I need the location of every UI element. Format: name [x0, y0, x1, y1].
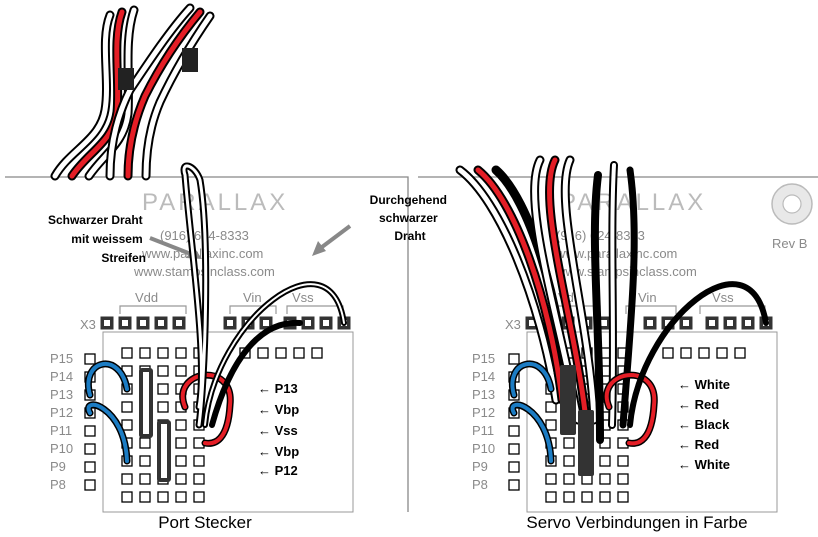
web-text-2-right: www.stampsinclass.com [555, 264, 697, 279]
rev-label: Rev B [772, 236, 807, 251]
vss-wires [180, 162, 347, 429]
svg-text:← P13: ← P13 [258, 381, 298, 396]
svg-text:P14: P14 [50, 369, 73, 384]
red-jumper-right [603, 281, 769, 447]
blue-jumpers [84, 360, 131, 465]
vdd-label: Vdd [135, 290, 158, 305]
svg-text:← Vbp: ← Vbp [258, 402, 299, 417]
svg-text:← White: ← White [678, 457, 730, 472]
svg-text:P9: P9 [472, 459, 488, 474]
svg-text:P12: P12 [50, 405, 73, 420]
board-outline [5, 176, 409, 512]
caption-right: Servo Verbindungen in Farbe [526, 513, 747, 532]
annotation-arrow-left [149, 236, 197, 258]
logo-text: PARALLAX [142, 189, 288, 216]
svg-text:← White: ← White [678, 377, 730, 392]
pin-mapping: ← P13 ← Vbp ← Vss ← Vbp ← P12 [258, 381, 299, 478]
cable-top [50, 3, 215, 181]
phone-text-right: (916) 624-8333 [556, 228, 645, 243]
svg-text:P10: P10 [472, 441, 495, 456]
svg-text:← Vbp: ← Vbp [258, 444, 299, 459]
svg-text:P9: P9 [50, 459, 66, 474]
svg-text:P15: P15 [472, 351, 495, 366]
x3-label: X3 [80, 317, 96, 332]
svg-text:P11: P11 [50, 423, 72, 438]
svg-text:P8: P8 [50, 477, 66, 492]
vin-label-right: Vin [638, 290, 657, 305]
annotation-arrow-right [316, 224, 352, 252]
vss-label-right: Vss [712, 290, 734, 305]
svg-text:P13: P13 [472, 387, 495, 402]
svg-text:P12: P12 [472, 405, 495, 420]
pin-labels-right: P15 P14 P13 P12 P11 P10 P9 P8 [472, 351, 495, 492]
servo-plugs-right [560, 365, 594, 476]
svg-text:← Black: ← Black [678, 417, 730, 432]
svg-text:← Vss: ← Vss [258, 423, 298, 438]
annotation-solid-black: Durchgehend schwarzer Draht [370, 193, 451, 243]
wire-color-labels: ← White ← Red ← Black ← Red ← White [678, 377, 730, 472]
svg-text:P13: P13 [50, 387, 73, 402]
vss-label: Vss [292, 290, 314, 305]
x3-header [100, 316, 351, 330]
pin-labels: P15 P14 P13 P12 P11 P10 P9 P8 [50, 351, 73, 492]
caption-left: Port Stecker [158, 513, 252, 532]
svg-text:P14: P14 [472, 369, 495, 384]
svg-text:P8: P8 [472, 477, 488, 492]
annotation-white-stripe: Schwarzer Draht mit weissem Streifen [48, 213, 146, 265]
red-jumper [179, 371, 234, 447]
svg-text:P10: P10 [50, 441, 73, 456]
svg-text:← Red: ← Red [678, 397, 719, 412]
x3-label-right: X3 [505, 317, 521, 332]
port-plugs [139, 368, 171, 482]
svg-text:← Red: ← Red [678, 437, 719, 452]
svg-text:P11: P11 [472, 423, 494, 438]
left-panel: PARALLAX (916) 624-8333 www.parallaxinc.… [5, 3, 451, 532]
svg-text:← P12: ← P12 [258, 463, 298, 478]
right-panel: PARALLAX (916) 624-8333 www.parallaxinc.… [418, 155, 818, 532]
svg-text:P15: P15 [50, 351, 73, 366]
blue-jumpers-right [508, 360, 555, 465]
vin-label: Vin [243, 290, 262, 305]
